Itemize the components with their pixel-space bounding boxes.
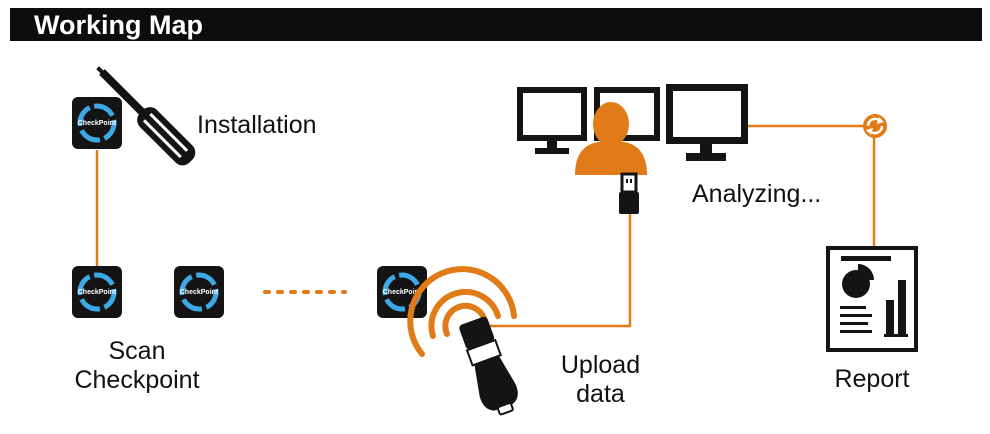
upload-label-line1: Upload [560,351,641,379]
monitor-right-icon [666,84,748,161]
scan-label-line1: Scan [108,337,166,365]
title-bar: Working Map [10,8,982,41]
connector-sync-to-report [872,124,886,246]
monitor-left-icon [517,87,587,154]
checkpoint-tag-install: CheckPoint [72,97,122,149]
page-title: Working Map [34,10,204,40]
checkpoint-tag-label: CheckPoint [78,289,117,296]
handheld-reader-icon [459,316,518,416]
checkpoint-tag-label: CheckPoint [180,289,219,296]
upload-label-line2: data [576,380,625,408]
report-document-icon [826,246,918,352]
checkpoint-tag-scan-3: CheckPoint [377,266,427,318]
installation-label: Installation [197,111,317,139]
scan-label-line2: Checkpoint [74,366,200,394]
report-label: Report [834,365,910,393]
signal-waves-icon [407,266,517,357]
connector-upload [490,212,632,328]
user-icon [575,102,647,175]
usb-plug-icon [619,172,639,214]
sync-icon [863,114,887,138]
checkpoint-tag-label: CheckPoint [78,120,117,127]
analyzing-label: Analyzing... [692,180,822,208]
checkpoint-tag-scan-1: CheckPoint [72,266,122,318]
screwdriver-icon [96,66,196,166]
checkpoint-tag-scan-2: CheckPoint [174,266,224,318]
checkpoint-tag-label: CheckPoint [383,289,422,296]
